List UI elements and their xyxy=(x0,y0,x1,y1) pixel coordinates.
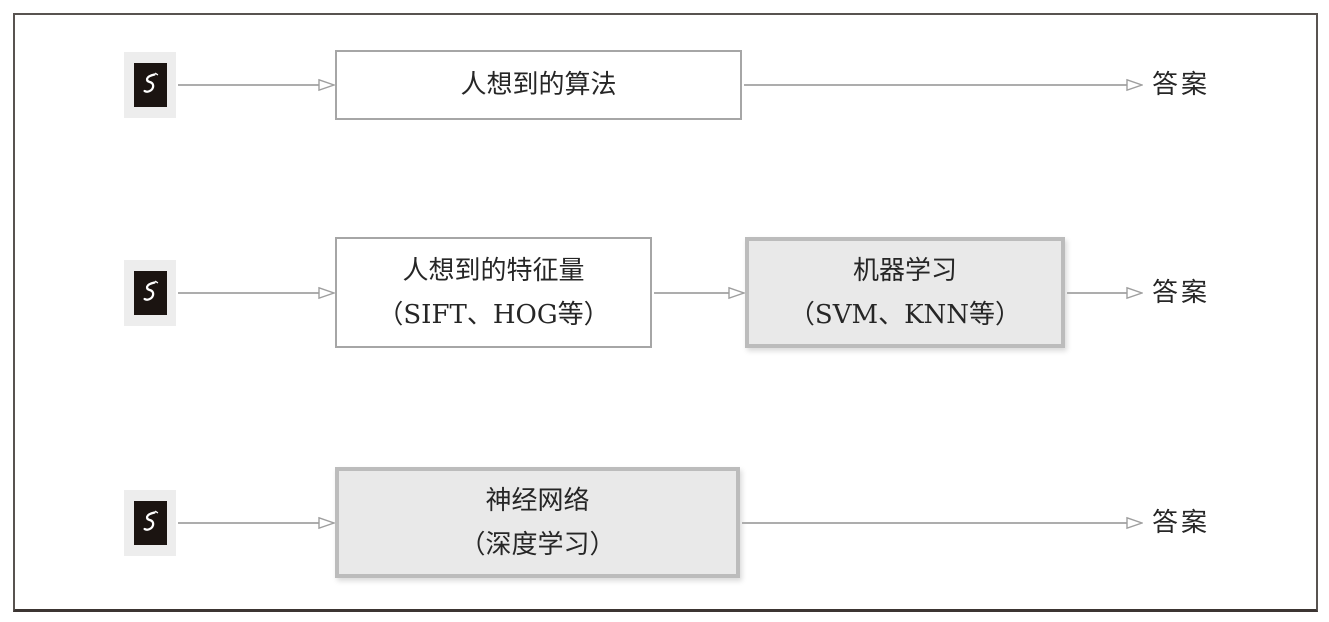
digit-5-tile xyxy=(133,271,167,315)
box-human-algorithm: 人想到的算法 xyxy=(335,50,742,120)
digit-5-icon xyxy=(143,280,159,301)
flow-arrow xyxy=(742,515,1143,531)
box-label: 人想到的特征量 xyxy=(402,255,585,286)
digit-5-icon xyxy=(143,510,159,531)
box-neural-network: 神经网络 （深度学习） xyxy=(335,467,740,578)
box-label: 机器学习 xyxy=(852,255,957,286)
box-human-features: 人想到的特征量 （SIFT、HOG等） xyxy=(335,237,652,348)
handwritten-5-input-image xyxy=(124,260,176,326)
answer-label: 答案 xyxy=(1152,508,1211,538)
flow-arrow xyxy=(178,515,335,531)
handwritten-5-input-image xyxy=(124,490,176,556)
box-machine-learning: 机器学习 （SVM、KNN等） xyxy=(745,237,1065,348)
flow-arrow xyxy=(1067,285,1143,301)
handwritten-5-input-image xyxy=(124,52,176,118)
flow-arrow xyxy=(178,77,335,93)
digit-5-tile xyxy=(133,63,167,107)
digit-5-tile xyxy=(133,501,167,545)
figure-border-frame xyxy=(13,13,1318,612)
digit-5-icon xyxy=(143,72,159,93)
flow-arrow xyxy=(178,285,335,301)
box-sublabel: （SVM、KNN等） xyxy=(788,299,1022,330)
flow-arrow xyxy=(654,285,745,301)
answer-label: 答案 xyxy=(1152,70,1211,100)
answer-label: 答案 xyxy=(1152,278,1211,308)
flow-arrow xyxy=(744,77,1143,93)
box-sublabel: （SIFT、HOG等） xyxy=(377,299,610,330)
box-label: 神经网络 xyxy=(485,485,590,516)
box-label: 人想到的算法 xyxy=(460,70,617,100)
box-sublabel: （深度学习） xyxy=(459,529,616,560)
